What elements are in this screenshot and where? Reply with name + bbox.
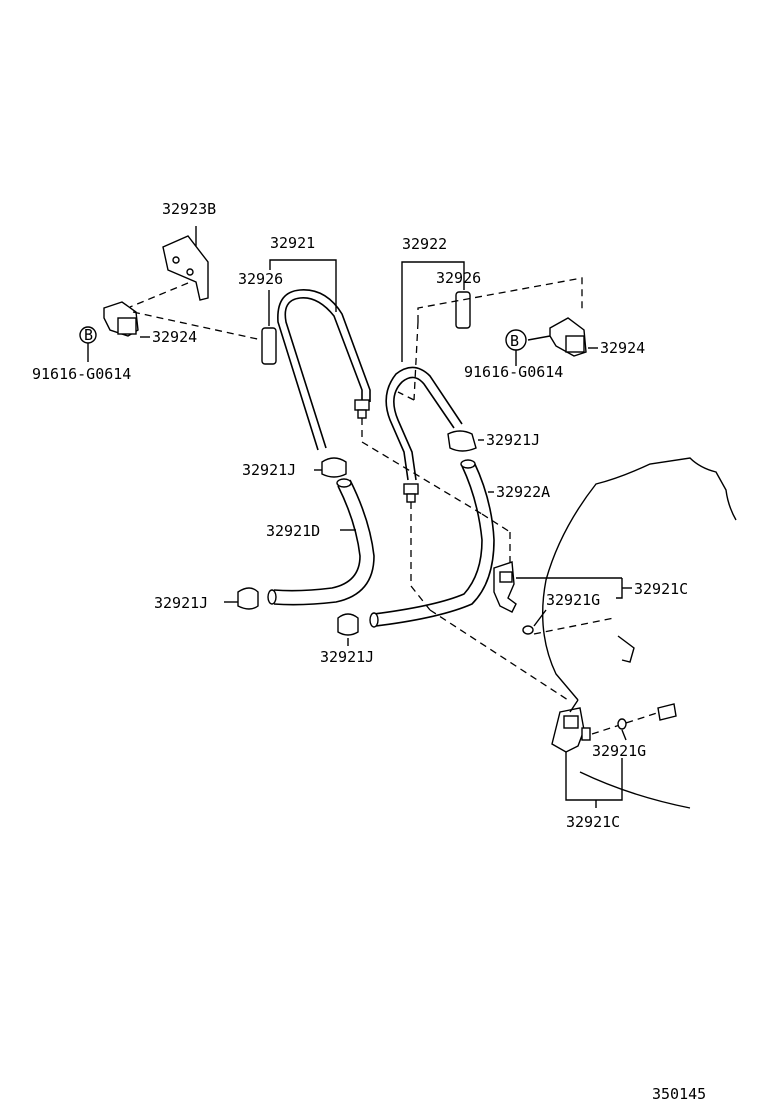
plug-32921g-lower bbox=[617, 718, 627, 741]
label-32921j-lower-left: 32921J bbox=[154, 594, 208, 612]
clip-32921j-bottom bbox=[337, 613, 359, 646]
label-32923b: 32923B bbox=[162, 200, 216, 218]
label-32921g-lower: 32921G bbox=[592, 742, 646, 760]
pipe-32921 bbox=[269, 259, 371, 451]
label-32921d: 32921D bbox=[266, 522, 320, 540]
clamp-32924-right bbox=[549, 317, 598, 357]
bracket-32921c-upper bbox=[616, 578, 623, 599]
tee-32921c-lower bbox=[551, 699, 591, 753]
engine-outline bbox=[579, 771, 691, 809]
leader-dash bbox=[132, 311, 263, 341]
clamp-32924-left bbox=[103, 301, 150, 338]
connector-stub bbox=[617, 635, 635, 663]
label-32921j-middle: 32921J bbox=[242, 461, 296, 479]
hose-32921d bbox=[267, 478, 375, 606]
plug-32921g-upper bbox=[522, 609, 547, 635]
marker-b-left: B bbox=[84, 326, 93, 344]
label-32921g-upper: 32921G bbox=[546, 591, 600, 609]
leader-dash bbox=[429, 609, 569, 701]
label-32926-right: 32926 bbox=[436, 269, 481, 287]
hose-32922a bbox=[369, 459, 495, 628]
engine-outline bbox=[542, 457, 737, 701]
label-32922a: 32922A bbox=[496, 483, 550, 501]
connector-stub bbox=[657, 703, 677, 721]
sleeve-32926-left bbox=[261, 290, 277, 365]
marker-b-right: B bbox=[510, 332, 519, 350]
bolt-marker-b-right bbox=[505, 329, 551, 366]
label-32921j-upper: 32921J bbox=[486, 431, 540, 449]
bracket-32921c-lower bbox=[565, 752, 623, 801]
label-bolt-right: 91616-G0614 bbox=[464, 363, 563, 381]
label-32924-right: 32924 bbox=[600, 339, 645, 357]
label-32924-left: 32924 bbox=[152, 328, 197, 346]
bracket-32923b bbox=[162, 226, 209, 301]
leader-dash bbox=[413, 321, 419, 401]
tee-32921c-upper bbox=[493, 561, 622, 613]
leader-dash bbox=[417, 277, 583, 322]
label-32922: 32922 bbox=[402, 235, 447, 253]
leader-dash bbox=[361, 441, 483, 515]
leader-dash bbox=[129, 282, 189, 308]
clip-32921j-lower-left bbox=[224, 587, 259, 610]
label-bolt-left: 91616-G0614 bbox=[32, 365, 131, 383]
leader-dash bbox=[533, 617, 615, 635]
label-32921c-upper: 32921C bbox=[634, 580, 688, 598]
bolt-marker-b-left bbox=[79, 326, 97, 362]
pipe-32922 bbox=[385, 261, 465, 503]
sleeve-32926-right bbox=[455, 291, 471, 329]
label-32921: 32921 bbox=[270, 234, 315, 252]
label-32926-left: 32926 bbox=[238, 270, 283, 288]
leader-dash bbox=[481, 513, 511, 533]
leader-dash bbox=[397, 391, 415, 401]
leader-dash bbox=[410, 585, 431, 611]
label-32921c-lower: 32921C bbox=[566, 813, 620, 831]
clip-32921j-middle bbox=[314, 457, 347, 478]
label-32921j-bottom: 32921J bbox=[320, 648, 374, 666]
clip-32921j-upper bbox=[447, 430, 484, 452]
diagram-id: 350145 bbox=[652, 1085, 706, 1103]
